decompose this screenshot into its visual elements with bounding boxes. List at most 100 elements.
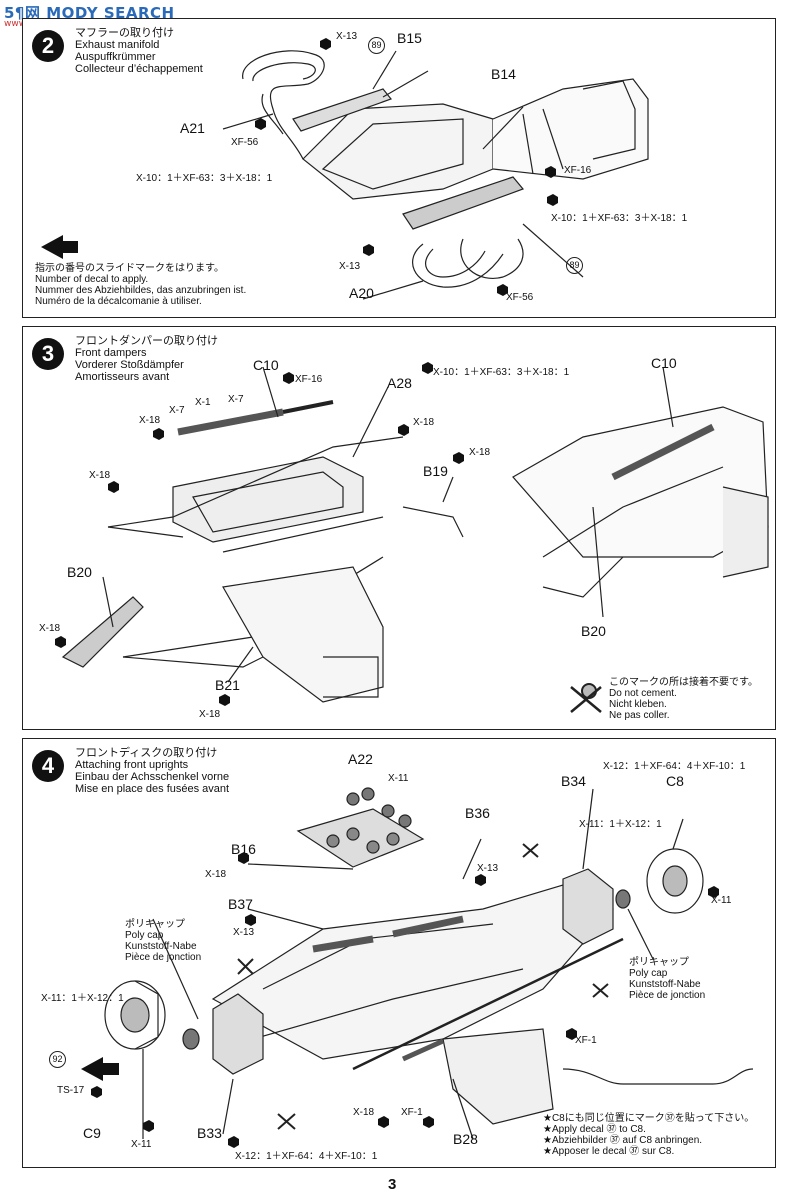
front-uprights-illustration <box>81 787 754 1148</box>
nocement-de: Nicht kleben. <box>609 699 667 710</box>
front-dampers-illustration <box>55 362 769 713</box>
step-3-panel: 3 フロントダンパーの取り付け Front dampers Vorderer S… <box>22 326 776 730</box>
title-fr: Mise en place des fusées avant <box>75 783 230 795</box>
c8-note-jp: ★C8にも同じ位置にマーク㊲を貼って下さい。 <box>543 1113 755 1124</box>
part-b34: B34 <box>561 773 586 789</box>
paint-x18-d: X-18 <box>89 470 111 481</box>
part-c9: C9 <box>83 1125 101 1141</box>
step-title: フロントダンパーの取り付け Front dampers Vorderer Sto… <box>75 335 218 383</box>
paint-xf16: XF-16 <box>295 374 323 385</box>
do-not-cement-icon <box>570 683 602 713</box>
c8-note-en: ★Apply decal ㊲ to C8. <box>543 1124 646 1135</box>
paint-x1: X-1 <box>195 397 211 408</box>
polycap-de: Kunststoff-Nabe <box>125 941 197 952</box>
paint-xf1-a: XF-1 <box>401 1107 423 1118</box>
title-de: Einbau der Achsschenkel vorne <box>75 771 230 783</box>
paint-xf56-bottom: XF-56 <box>506 292 534 303</box>
part-b16: B16 <box>231 841 256 857</box>
page-number: 3 <box>388 1176 397 1193</box>
step-number: 3 <box>32 338 64 370</box>
nocement-en: Do not cement. <box>609 688 677 699</box>
part-a22: A22 <box>348 751 373 767</box>
polycap-de: Kunststoff-Nabe <box>629 979 701 990</box>
polycap-fr: Pièce de jonction <box>125 952 202 963</box>
decal-note-jp: 指示の番号のスライドマークをはります。 <box>35 263 224 274</box>
paint-x11-a: X-11 <box>388 773 409 784</box>
watermark: 5¶网 MODY SEARCH <box>4 4 175 22</box>
c8-note-fr: ★Apposer le decal ㊲ sur C8. <box>543 1146 675 1157</box>
decal-89-bottom: 89 <box>566 257 583 274</box>
paint-x18-f: X-18 <box>199 709 221 720</box>
paint-x11x12-left: X-11：1＋X-12：1 <box>41 993 124 1004</box>
decal-note-de: Nummer des Abziehbildes, das anzubringen… <box>35 285 247 296</box>
decal-arrow-icon <box>81 1057 119 1081</box>
part-b36: B36 <box>465 805 490 821</box>
step-title: フロントディスクの取り付け Attaching front uprights E… <box>75 747 229 795</box>
title-en: Front dampers <box>75 347 147 359</box>
part-b20-right: B20 <box>581 623 606 639</box>
part-b20-left: B20 <box>67 564 92 580</box>
paint-mix-bottom: X-12：1＋XF-64：4＋XF-10：1 <box>235 1151 378 1162</box>
part-b14: B14 <box>491 66 516 82</box>
do-not-cement-note: このマークの所は接着不要です。 Do not cement. Nicht kle… <box>609 677 758 721</box>
paint-x13-bottom: X-13 <box>339 261 361 272</box>
part-a28: A28 <box>387 375 412 391</box>
part-a20: A20 <box>349 285 374 301</box>
step-title: マフラーの取り付け Exhaust manifold Auspuffkrümme… <box>75 27 203 75</box>
step-4-panel: 4 フロントディスクの取り付け Attaching front uprights… <box>22 738 776 1168</box>
title-en: Attaching front uprights <box>75 759 189 771</box>
paint-x11-b: X-11 <box>711 895 732 906</box>
paint-x13: X-13 <box>336 31 358 42</box>
c8-decal-note: ★C8にも同じ位置にマーク㊲を貼って下さい。 ★Apply decal ㊲ to… <box>543 1113 754 1157</box>
paint-xf56: XF-56 <box>231 137 259 148</box>
part-b21: B21 <box>215 677 240 693</box>
paint-x7-a: X-7 <box>169 405 185 416</box>
paint-x18-a: X-18 <box>139 415 161 426</box>
paint-xf1-b: XF-1 <box>575 1035 597 1046</box>
paint-x18-c: X-18 <box>469 447 491 458</box>
polycap-en: Poly cap <box>125 930 164 941</box>
title-de: Auspuffkrümmer <box>75 51 156 63</box>
decal-arrow-icon <box>41 235 78 259</box>
title-fr: Amortisseurs avant <box>75 371 170 383</box>
paint-x18-a: X-18 <box>205 869 227 880</box>
paint-mix-right: X-10：1＋XF-63：3＋X-18：1 <box>551 213 688 224</box>
paint-ts17: TS-17 <box>57 1085 85 1096</box>
paint-mix-left: X-10：1＋XF-63：3＋X-18：1 <box>136 173 273 184</box>
title-jp: フロントディスクの取り付け <box>75 747 218 759</box>
paint-x18-b: X-18 <box>353 1107 375 1118</box>
polycap-jp: ポリキャップ <box>629 957 689 968</box>
polycap-fr: Pièce de jonction <box>629 990 706 1001</box>
paint-x13-a: X-13 <box>477 863 499 874</box>
part-c8: C8 <box>666 773 684 789</box>
part-b37: B37 <box>228 896 253 912</box>
part-b33: B33 <box>197 1125 222 1141</box>
part-c10-left: C10 <box>253 357 279 373</box>
polycap-right-note: ポリキャップ Poly cap Kunststoff-Nabe Pièce de… <box>629 957 705 1001</box>
polycap-jp: ポリキャップ <box>125 919 185 930</box>
decal-89-top: 89 <box>368 37 385 54</box>
nocement-fr: Ne pas coller. <box>609 710 670 721</box>
paint-x18-e: X-18 <box>39 623 61 634</box>
step-number: 2 <box>32 30 64 62</box>
decal-note-en: Number of decal to apply. <box>35 274 149 285</box>
part-b28: B28 <box>453 1131 478 1147</box>
nocement-jp: このマークの所は接着不要です。 <box>609 677 758 688</box>
paint-mix: X-10：1＋XF-63：3＋X-18：1 <box>433 367 570 378</box>
c8-note-de: ★Abziehbilder ㊲ auf C8 anbringen. <box>543 1135 703 1146</box>
paint-x11-c: X-11 <box>131 1139 152 1150</box>
exhaust-manifold-illustration <box>41 38 649 300</box>
paint-xf16: XF-16 <box>564 165 592 176</box>
step-number: 4 <box>32 750 64 782</box>
part-a21: A21 <box>180 120 205 136</box>
title-jp: マフラーの取り付け <box>75 27 174 39</box>
decal-note-fr: Numéro de la décalcomanie à utiliser. <box>35 296 202 307</box>
title-jp: フロントダンパーの取り付け <box>75 335 218 347</box>
title-en: Exhaust manifold <box>75 39 160 51</box>
step-2-panel: 2 マフラーの取り付け Exhaust manifold Auspuffkrüm… <box>22 18 776 318</box>
decal-note: 指示の番号のスライドマークをはります。 Number of decal to a… <box>35 263 246 307</box>
paint-x13-b: X-13 <box>233 927 255 938</box>
part-c10-right: C10 <box>651 355 677 371</box>
decal-92: 92 <box>49 1051 66 1068</box>
paint-x18-b: X-18 <box>413 417 435 428</box>
